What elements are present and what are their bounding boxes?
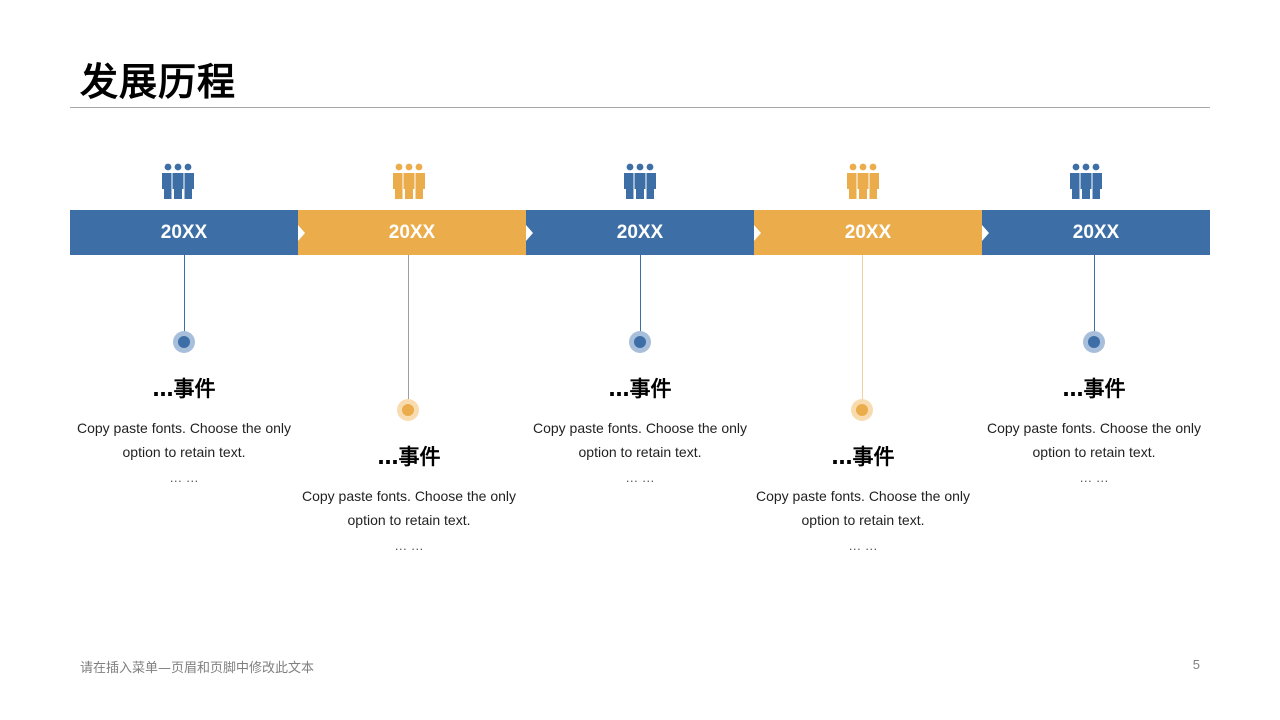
event-title: …事件 — [152, 377, 216, 401]
event-desc-line: option to retain text. — [122, 444, 246, 460]
segment-chevron — [982, 225, 989, 241]
year-label: 20XX — [388, 222, 436, 243]
timeline-segment-2: 20XX — [298, 210, 526, 255]
year-label: 20XX — [616, 222, 664, 243]
event-title: …事件 — [608, 377, 672, 401]
people-group-icon — [624, 163, 656, 199]
people-group-icon — [1070, 163, 1102, 199]
milestone-dot — [851, 399, 873, 421]
event-desc-line: Copy paste fonts. Choose the only — [532, 420, 748, 436]
event-more: … … — [169, 470, 199, 485]
title-divider — [70, 107, 1210, 108]
event-desc-line: Copy paste fonts. Choose the only — [755, 488, 971, 504]
year-label: 20XX — [844, 222, 892, 243]
page-title: 发展历程 — [80, 60, 237, 104]
year-label: 20XX — [1072, 222, 1120, 243]
timeline-segment-4: 20XX — [754, 210, 982, 255]
segment-chevron — [526, 225, 533, 241]
milestone-dot — [173, 331, 195, 353]
event-description: Copy paste fonts. Choose the only option… — [520, 416, 760, 464]
event-description: Copy paste fonts. Choose the only option… — [974, 416, 1214, 464]
people-group-icon — [393, 163, 425, 199]
connector-line — [184, 255, 185, 332]
people-group-icon — [847, 163, 879, 199]
connector-line — [408, 255, 409, 400]
event-description: Copy paste fonts. Choose the only option… — [743, 484, 983, 532]
connector-line — [862, 255, 863, 400]
event-description: Copy paste fonts. Choose the only option… — [64, 416, 304, 464]
milestone-dot — [397, 399, 419, 421]
event-title: …事件 — [831, 445, 895, 469]
event-desc-line: option to retain text. — [1032, 444, 1156, 460]
timeline-segment-5: 20XX — [982, 210, 1210, 255]
event-more: … … — [848, 538, 878, 553]
event-description: Copy paste fonts. Choose the only option… — [289, 484, 529, 532]
timeline-segment-1: 20XX — [70, 210, 298, 255]
event-desc-line: option to retain text. — [801, 512, 925, 528]
event-more: … … — [394, 538, 424, 553]
segment-chevron — [754, 225, 761, 241]
footer-note: 请在插入菜单—页眉和页脚中修改此文本 — [80, 661, 315, 676]
event-desc-line: Copy paste fonts. Choose the only — [986, 420, 1202, 436]
event-desc-line: Copy paste fonts. Choose the only — [301, 488, 517, 504]
event-title: …事件 — [377, 445, 441, 469]
timeline-segment-3: 20XX — [526, 210, 754, 255]
page-number: 5 — [1192, 657, 1200, 672]
people-group-icon — [162, 163, 194, 199]
year-label: 20XX — [160, 222, 208, 243]
event-more: … … — [625, 470, 655, 485]
milestone-dot — [629, 331, 651, 353]
event-desc-line: option to retain text. — [578, 444, 702, 460]
segment-chevron — [298, 225, 305, 241]
event-title: …事件 — [1062, 377, 1126, 401]
event-more: … … — [1079, 470, 1109, 485]
connector-line — [640, 255, 641, 332]
event-desc-line: Copy paste fonts. Choose the only — [76, 420, 292, 436]
milestone-dot — [1083, 331, 1105, 353]
connector-line — [1094, 255, 1095, 332]
event-desc-line: option to retain text. — [347, 512, 471, 528]
